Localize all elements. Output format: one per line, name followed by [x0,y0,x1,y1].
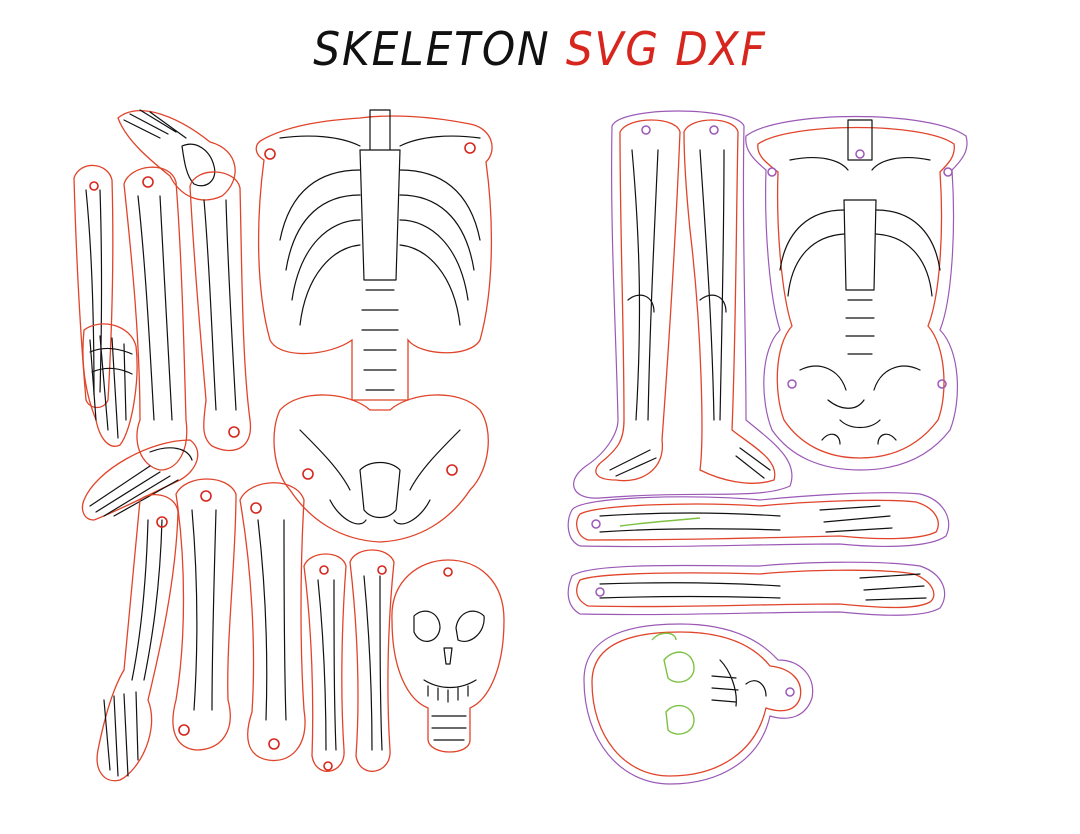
left-parts-group [73,109,505,782]
upper-hand-piece [117,109,236,201]
skull-front-piece [391,559,505,753]
right-arm-lower-piece [567,561,946,616]
legs-piece [573,110,793,499]
title-word-skeleton: SKELETON [313,22,551,76]
page-title: SKELETON SVG DXF [43,22,1037,76]
skull-side-piece [583,623,814,785]
torso-piece [745,115,968,471]
radius-bone-piece [123,166,188,471]
right-arm-upper-piece [567,492,950,548]
lower-left-arm-piece [96,494,179,782]
right-parts-group [567,110,968,785]
small-bone-pair-piece [303,549,395,772]
humerus-bone-piece [189,171,252,452]
title-word-format: SVG DXF [565,22,767,76]
pelvis-piece [273,394,489,543]
ulna-bone-piece [73,164,114,409]
femur-bone-piece [239,482,306,762]
rib-cage-piece [255,109,493,401]
tibia-bone-piece [172,478,237,751]
left-hand-piece [82,323,138,447]
lower-hand-piece [81,439,199,521]
